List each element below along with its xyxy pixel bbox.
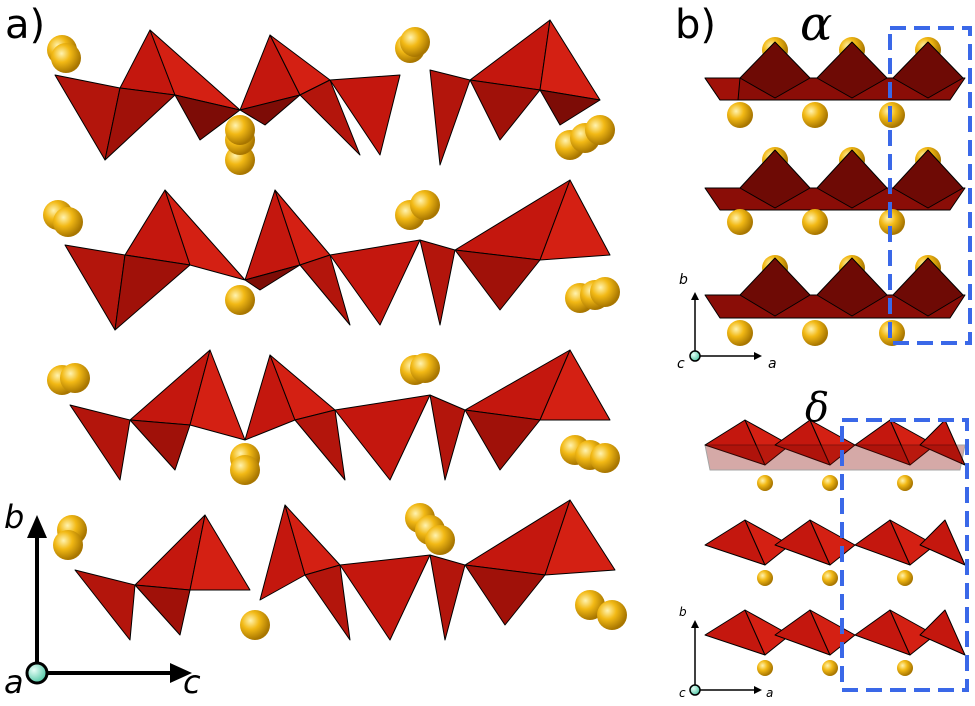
atom xyxy=(727,320,753,346)
axis-a-up-label: b xyxy=(4,498,25,536)
alpha-layers xyxy=(704,41,966,319)
polyhedra-layer-1 xyxy=(54,19,601,166)
axis-a-right-label: c xyxy=(183,663,201,701)
atom xyxy=(225,285,255,315)
axis-delta-origin-label: c xyxy=(679,686,686,700)
atom xyxy=(822,570,838,586)
atom xyxy=(53,530,83,560)
delta-atoms xyxy=(757,475,913,676)
atom xyxy=(879,209,905,235)
axis-alpha-right-label: a xyxy=(768,356,777,372)
atom xyxy=(822,660,838,676)
atom xyxy=(802,102,828,128)
atom xyxy=(590,277,620,307)
axis-a-origin-label: a xyxy=(4,663,24,701)
polyhedra-layer-4 xyxy=(74,499,616,641)
atom xyxy=(897,660,913,676)
axis-alpha-up-label: b xyxy=(679,272,688,288)
alpha-unit-cell-box xyxy=(888,26,972,345)
polyhedra-layer-3 xyxy=(69,349,611,481)
atom xyxy=(240,610,270,640)
atom xyxy=(410,353,440,383)
atom xyxy=(757,660,773,676)
alpha-atoms-bottom xyxy=(727,102,905,346)
atom xyxy=(60,363,90,393)
atom xyxy=(400,27,430,57)
axis-panel-a xyxy=(25,515,192,685)
atom xyxy=(51,43,81,73)
alpha-symbol: α xyxy=(800,0,833,52)
axis-delta-right-label: a xyxy=(766,686,774,700)
polyhedra-layer-2 xyxy=(64,179,611,331)
atom xyxy=(757,475,773,491)
axis-delta-up-label: b xyxy=(679,605,687,619)
axis-origin-marker xyxy=(25,661,49,685)
panel-a xyxy=(25,19,627,685)
atom xyxy=(897,475,913,491)
atom xyxy=(585,115,615,145)
panel-a-label: a) xyxy=(5,2,46,48)
atoms-panel-a xyxy=(43,27,627,640)
atom xyxy=(425,525,455,555)
atom xyxy=(590,443,620,473)
atom xyxy=(410,190,440,220)
atom xyxy=(802,320,828,346)
delta-symbol: δ xyxy=(805,385,830,431)
delta-layers xyxy=(704,419,966,656)
atom xyxy=(225,115,255,145)
atom xyxy=(727,209,753,235)
atom xyxy=(822,475,838,491)
atom xyxy=(53,207,83,237)
atom xyxy=(802,209,828,235)
atom xyxy=(897,570,913,586)
axis-alpha xyxy=(689,292,762,362)
panel-b-delta xyxy=(689,418,969,696)
axis-delta xyxy=(689,620,762,696)
atom xyxy=(597,600,627,630)
atom xyxy=(230,455,260,485)
atom xyxy=(727,102,753,128)
panel-b-label: b) xyxy=(675,2,716,48)
axis-alpha-origin-label: c xyxy=(677,356,685,372)
delta-unit-cell-box xyxy=(840,418,969,692)
atom xyxy=(757,570,773,586)
panel-b-alpha xyxy=(689,26,972,362)
